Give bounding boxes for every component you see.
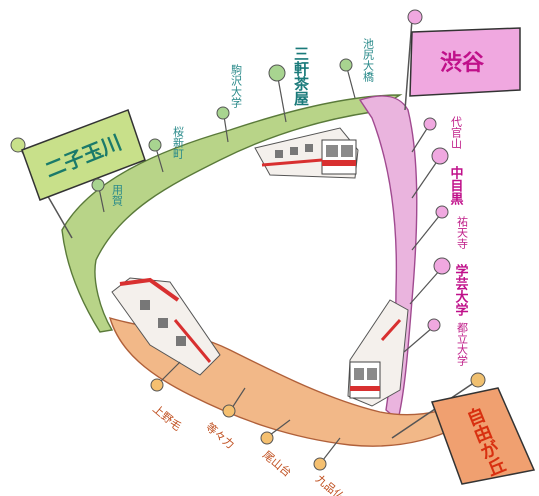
station-label: 中目黒 — [448, 165, 464, 206]
station-label: 学芸大学 — [453, 263, 469, 317]
station-label: 池尻大橋 — [362, 38, 375, 83]
station-label: 桜新町 — [172, 125, 185, 159]
station-toritsu-daigaku[interactable]: 都立大学 — [404, 319, 469, 366]
station-label: 上野毛 — [150, 402, 184, 433]
station-daikanyama[interactable]: 代官山 — [412, 116, 463, 152]
station-yutenji[interactable]: 祐天寺 — [412, 206, 469, 250]
pin-head-shibuya — [408, 10, 422, 24]
train-jiyugaoka — [348, 300, 408, 406]
station-gakugei-daigaku[interactable]: 学芸大学 — [410, 258, 468, 317]
terminal-label-shibuya: 渋谷 — [440, 50, 485, 76]
station-label: 用賀 — [111, 184, 124, 207]
station-naka-meguro[interactable]: 中目黒 — [412, 148, 463, 206]
station-kuhonbutsu[interactable]: 九品仏 — [313, 438, 347, 496]
station-label: 駒沢大学 — [230, 64, 243, 108]
station-ikejiri-ohashi[interactable]: 池尻大橋 — [340, 38, 375, 98]
station-label: 尾山台 — [260, 448, 294, 480]
station-label: 祐天寺 — [456, 216, 469, 249]
station-label: 代官山 — [450, 116, 463, 149]
station-label: 都立大学 — [456, 322, 469, 366]
pin-head-jiyugaoka — [471, 373, 485, 387]
station-label: 等々力 — [203, 420, 237, 452]
station-label: 三軒茶屋 — [292, 46, 310, 107]
station-label: 九品仏 — [313, 472, 347, 496]
flag-shibuya[interactable]: 渋谷 — [405, 10, 520, 110]
